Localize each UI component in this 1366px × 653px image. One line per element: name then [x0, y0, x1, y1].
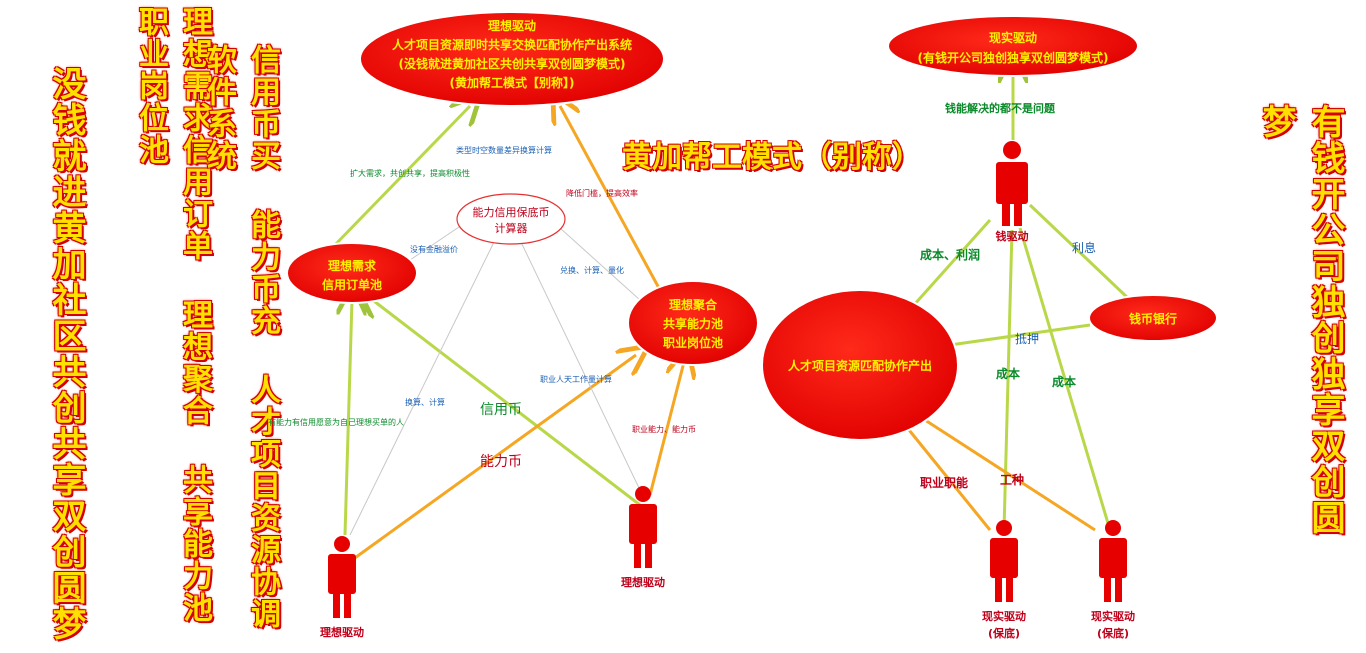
calculator-node[interactable]: 能力信用保底币 计算器	[456, 193, 566, 245]
reality-top-node[interactable]: 现实驱动 (有钱开公司独创独享双创圆梦模式)	[887, 15, 1139, 77]
label-skill: 职业职能	[920, 475, 968, 490]
label-labor: 职业人天工作量计算	[540, 374, 612, 384]
edge-money-bank	[1028, 203, 1132, 302]
person-icon-ideal-right	[629, 486, 657, 568]
label-lower: 降低门槛，提高效率	[566, 188, 638, 198]
project-output-label: 人才项目资源匹配协作产出	[788, 358, 932, 373]
person-label-ideal-left: 理想驱动	[320, 625, 364, 639]
label-cost-profit: 成本、利润	[920, 247, 980, 262]
person-label-reality-left-1: 现实驱动	[982, 609, 1026, 623]
label-money-ok: 钱能解决的都不是问题	[945, 101, 1056, 115]
edge-money-personB	[1018, 227, 1112, 531]
edge-demand-top	[328, 106, 470, 252]
ideal-top-node[interactable]: 理想驱动 人才项目资源即时共享交换匹配协作产出系统 (没钱就进黄加社区共创共享双…	[359, 11, 665, 107]
person-label-reality-right-2: (保底)	[1097, 626, 1129, 640]
label-cost1: 成本	[996, 366, 1020, 381]
right-edge-labels: 钱能解决的都不是问题 成本、利润 利息 抵押 成本 成本 职业职能 工种	[920, 101, 1096, 490]
slogan-col2: 理想需求信用订单 理想聚合 共享能力池 职业岗位池	[133, 6, 212, 624]
ability-pool-line3: 职业岗位池	[663, 335, 723, 350]
label-exchange: 兑换、计算、量化	[560, 265, 624, 275]
edge-money-personA	[1002, 229, 1014, 531]
reality-top-line2: (有钱开公司独创独享双创圆梦模式)	[918, 50, 1109, 65]
left-connectors	[328, 106, 684, 562]
label-timespace: 类型时空数量差异换算计算	[456, 145, 552, 155]
label-credit-coin: 信用币	[480, 402, 522, 418]
edge-project-personB	[924, 418, 1096, 532]
project-output-node[interactable]: 人才项目资源匹配协作产出	[761, 289, 959, 441]
ability-pool-line1: 理想聚合	[669, 297, 718, 312]
edge-personL-ability	[351, 355, 636, 562]
edge-money-project	[903, 218, 992, 317]
demand-pool-node[interactable]: 理想需求 信用订单池	[286, 242, 418, 304]
ideal-top-line1: 理想驱动	[488, 18, 536, 33]
edge-personL-demand	[345, 300, 352, 536]
label-ability-coin: 能力币	[480, 454, 522, 470]
person-label-money: 钱驱动	[996, 229, 1029, 243]
label-mortgage: 抵押	[1015, 332, 1039, 346]
person-label-reality-left-2: (保底)	[988, 626, 1020, 640]
person-icon-reality-right	[1099, 520, 1127, 602]
ideal-top-line3: (没钱就进黄加社区共创共享双创圆梦模式)	[399, 56, 626, 71]
label-expand: 扩大需求，共创共享，提高积极性	[350, 168, 470, 178]
bank-label: 钱币银行	[1129, 311, 1177, 326]
left-edge-labels: 扩大需求，共创共享，提高积极性 类型时空数量差异换算计算 降低门槛，提高效率 没…	[268, 145, 696, 470]
edge-personR-ability	[648, 362, 684, 496]
label-worktype: 工种	[1000, 472, 1024, 487]
edge-project-personA	[903, 424, 992, 531]
edge-calc-demand	[409, 224, 463, 261]
person-icon-money	[996, 141, 1028, 226]
demand-pool-line1: 理想需求	[328, 258, 377, 273]
label-interest: 利息	[1072, 240, 1096, 255]
person-icon-reality-left	[990, 520, 1018, 602]
demand-pool-line2: 信用订单池	[322, 277, 382, 292]
edge-ability-top	[560, 106, 662, 291]
calculator-line2: 计算器	[495, 221, 528, 235]
label-convert: 换算、计算	[405, 397, 445, 407]
slogan-right: 有钱开公司独创独享双创圆梦	[1256, 104, 1345, 536]
person-label-ideal-right: 理想驱动	[621, 575, 665, 589]
bank-node[interactable]: 钱币银行	[1088, 294, 1218, 342]
label-credit-person: 有能力有信用愿意为自己理想买单的人	[268, 417, 404, 427]
ideal-top-line2: 人才项目资源即时共享交换匹配协作产出系统	[392, 37, 632, 52]
edge-calc-ability	[559, 227, 641, 301]
label-ability-post: 职业能力、能力币	[632, 424, 696, 434]
center-title: 黄加帮工模式（别称）	[622, 140, 922, 175]
edge-calc-personR	[519, 239, 641, 491]
edge-calc-personL	[349, 239, 496, 536]
reality-top-line1: 现实驱动	[989, 30, 1037, 45]
slogan-col1: 没钱就进黄加社区共创共享双创圆梦	[46, 66, 86, 642]
ability-pool-line2: 共享能力池	[663, 316, 723, 331]
person-icon-ideal-left	[328, 536, 356, 618]
slogan-col3: 信用币买 能力币充 人才项目资源协调软件系统	[201, 44, 280, 630]
ability-pool-node[interactable]: 理想聚合 共享能力池 职业岗位池	[627, 280, 759, 366]
edge-bank-project	[949, 323, 1091, 347]
person-label-reality-right-1: 现实驱动	[1091, 609, 1135, 623]
right-connectors	[903, 68, 1132, 532]
label-cost2: 成本	[1052, 374, 1076, 389]
label-nofin: 没有金融溢价	[410, 244, 458, 254]
calculator-line1: 能力信用保底币	[473, 205, 550, 219]
edge-personR-demand	[370, 298, 641, 507]
ideal-top-line4: (黄加帮工模式【别称】)	[450, 75, 575, 90]
